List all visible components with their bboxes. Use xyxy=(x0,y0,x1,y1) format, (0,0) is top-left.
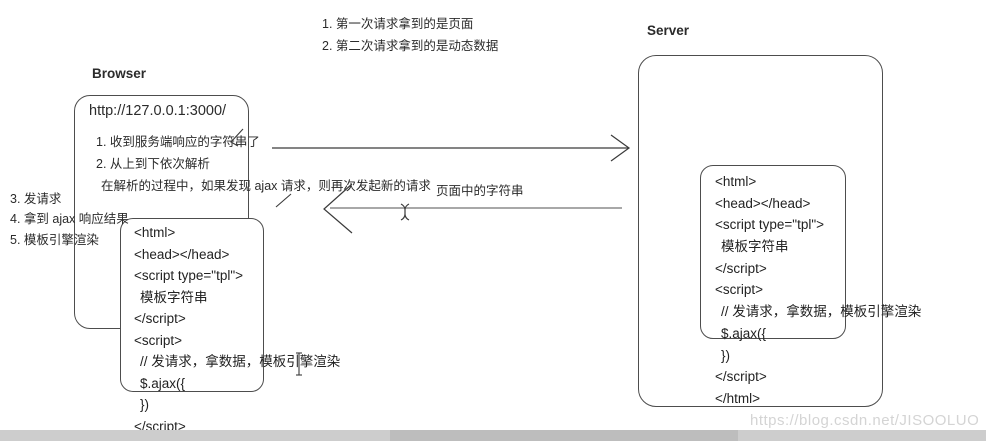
scrollbar-thumb[interactable] xyxy=(390,430,738,441)
ibeam-cursor-icon xyxy=(400,203,410,221)
code-line: <html> xyxy=(134,225,176,240)
code-line: }) xyxy=(140,397,150,412)
code-line: }) xyxy=(721,347,731,363)
browser-label: Browser xyxy=(92,66,147,81)
code-line: <head></head> xyxy=(715,195,811,211)
browser-url: http://127.0.0.1:3000/ xyxy=(89,103,227,119)
server-label: Server xyxy=(647,23,690,38)
horizontal-scrollbar[interactable] xyxy=(0,430,986,441)
code-line: 模板字符串 xyxy=(721,239,789,255)
code-line: </html> xyxy=(715,390,761,406)
code-line: $.ajax({ xyxy=(140,375,186,391)
side-step-3: 3. 发请求 xyxy=(10,192,62,206)
code-line: <script> xyxy=(715,282,764,298)
code-line: </script> xyxy=(715,369,767,385)
browser-step-3: 在解析的过程中，如果发现 ajax 请求，则再次发起新的请求 xyxy=(101,179,431,193)
note-first-request: 1. 第一次请求拿到的是页面 xyxy=(322,17,474,31)
side-step-5: 5. 模板引擎渲染 xyxy=(10,233,99,247)
request-arrow xyxy=(272,134,631,162)
code-line: <head></head> xyxy=(134,246,230,262)
code-line: </script> xyxy=(134,418,186,434)
code-line: <script> xyxy=(134,332,183,348)
server-code-block: <html> <head></head> <script type="tpl">… xyxy=(715,171,921,410)
server-code-box xyxy=(700,165,846,339)
browser-code-box xyxy=(120,218,264,392)
browser-code-block: <html> <head></head> <script type="tpl">… xyxy=(134,222,340,437)
code-line: <html> xyxy=(715,174,757,189)
watermark: https://blog.csdn.net/JISOOLUO xyxy=(750,412,980,429)
code-line: $.ajax({ xyxy=(721,325,767,341)
browser-step-2: 2. 从上到下依次解析 xyxy=(96,157,210,171)
code-line: <script type="tpl"> xyxy=(715,217,825,233)
browser-step-1: 1. 收到服务端响应的字符串了 xyxy=(96,135,260,149)
code-line: </script> xyxy=(715,260,767,276)
code-line: // 发请求，拿数据，模板引擎渲染 xyxy=(140,354,341,369)
server-box xyxy=(638,55,883,407)
slash-mark xyxy=(275,193,292,208)
code-line: </script> xyxy=(134,311,186,326)
code-line: // 发请求，拿数据，模板引擎渲染 xyxy=(721,304,922,320)
code-line: <script type="tpl"> xyxy=(134,268,244,283)
response-arrow-label: 页面中的字符串 xyxy=(436,184,524,198)
note-second-request: 2. 第二次请求拿到的是动态数据 xyxy=(322,39,499,53)
code-line: 模板字符串 xyxy=(140,289,208,305)
side-step-4: 4. 拿到 ajax 响应结果 xyxy=(10,212,129,226)
